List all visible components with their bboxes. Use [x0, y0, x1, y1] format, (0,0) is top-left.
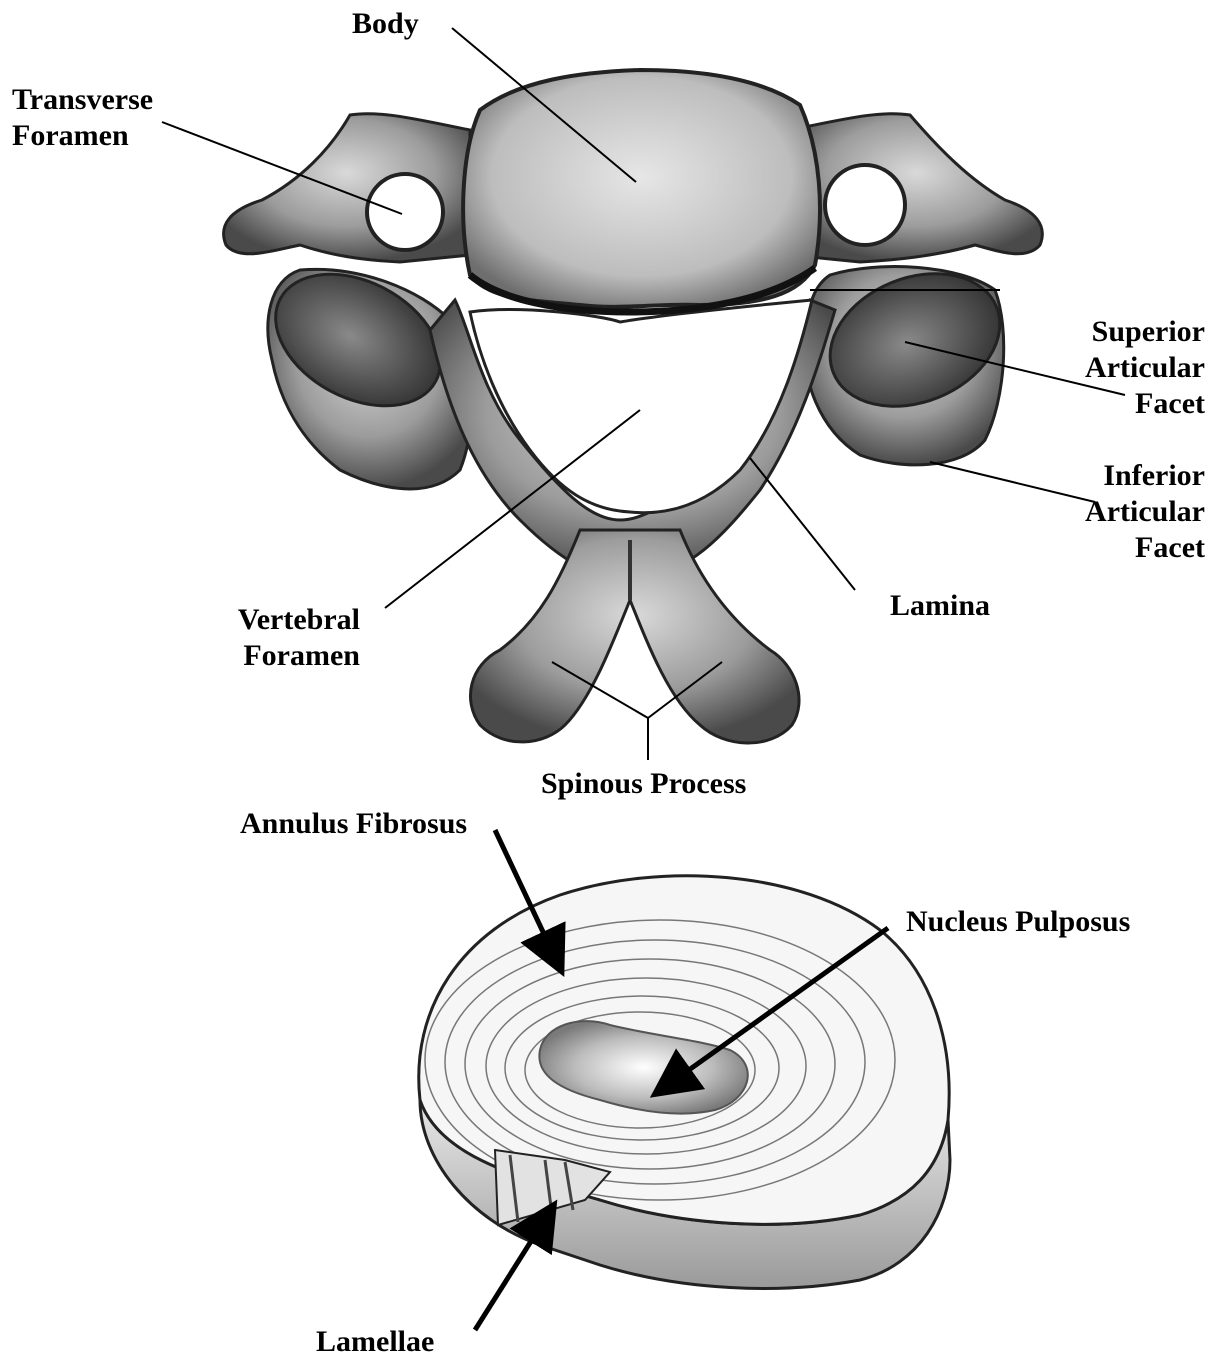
- label-superior-articular-facet-line-3: Facet: [1085, 386, 1205, 422]
- label-lamellae-text: Lamellae: [316, 1325, 434, 1358]
- right-transverse-foramen: [825, 165, 905, 245]
- label-nucleus-pulposus: Nucleus Pulposus: [906, 904, 1130, 940]
- label-spinous-process-text: Spinous Process: [541, 767, 746, 800]
- label-transverse-foramen: Transverse Foramen: [12, 82, 153, 154]
- label-lamina-text: Lamina: [890, 589, 990, 622]
- label-vertebral-foramen-line-1: Vertebral: [220, 602, 360, 638]
- label-superior-articular-facet-line-2: Articular: [1085, 350, 1205, 386]
- label-inferior-articular-facet-line-1: Inferior: [1085, 458, 1205, 494]
- leader-lamina: [750, 458, 855, 590]
- label-vertebral-foramen: Vertebral Foramen: [220, 602, 360, 674]
- label-superior-articular-facet-line-1: Superior: [1085, 314, 1205, 350]
- leader-inferior-facet: [930, 462, 1095, 502]
- left-transverse-foramen: [367, 174, 443, 250]
- label-superior-articular-facet: Superior Articular Facet: [1085, 314, 1205, 422]
- label-body-text: Body: [352, 7, 419, 40]
- label-lamellae: Lamellae: [316, 1324, 434, 1360]
- label-inferior-articular-facet-line-2: Articular: [1085, 494, 1205, 530]
- label-annulus-fibrosus-text: Annulus Fibrosus: [240, 807, 467, 840]
- label-spinous-process: Spinous Process: [541, 766, 746, 802]
- vertebral-body-drawing: [463, 70, 820, 307]
- label-annulus-fibrosus: Annulus Fibrosus: [240, 806, 467, 842]
- label-body: Body: [352, 6, 419, 42]
- label-inferior-articular-facet-line-3: Facet: [1085, 530, 1205, 566]
- label-vertebral-foramen-line-2: Foramen: [220, 638, 360, 674]
- label-transverse-foramen-line-2: Foramen: [12, 118, 153, 154]
- label-transverse-foramen-line-1: Transverse: [12, 82, 153, 118]
- label-inferior-articular-facet: Inferior Articular Facet: [1085, 458, 1205, 566]
- label-lamina: Lamina: [890, 588, 990, 624]
- label-nucleus-pulposus-text: Nucleus Pulposus: [906, 905, 1130, 938]
